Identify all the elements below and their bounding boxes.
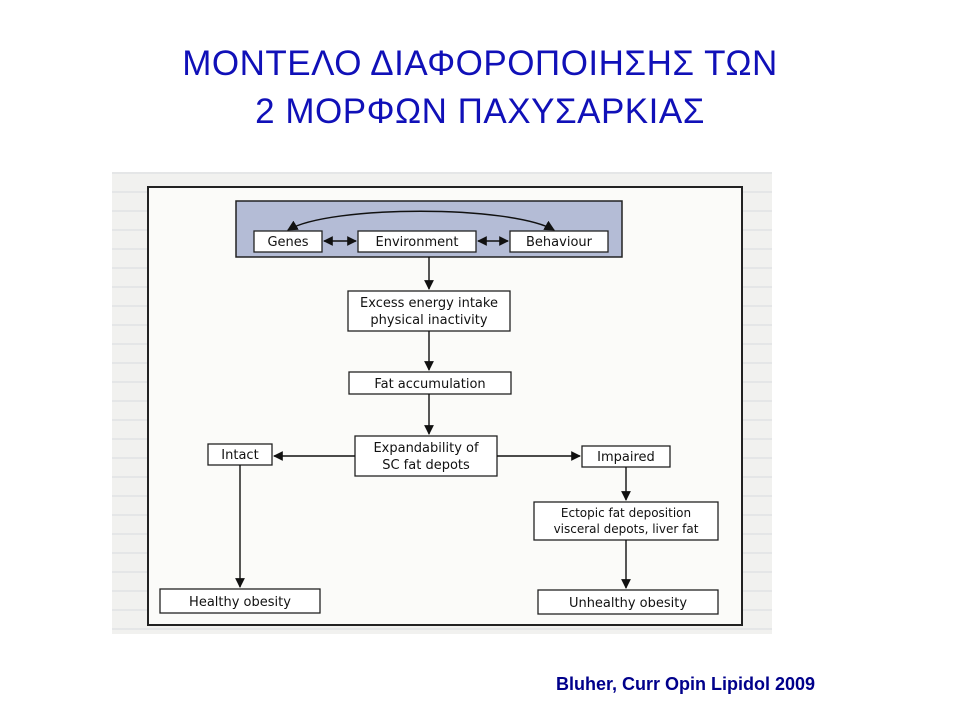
fat-accumulation-box (348, 371, 512, 395)
unhealthy-obesity-box (537, 589, 719, 615)
ectopic-fat-label-1: Ectopic fat deposition (561, 506, 691, 520)
slide-title-line-2: 2 ΜΟΡΦΩΝ ΠΑΧΥΣΑΡΚΙΑΣ (255, 92, 705, 131)
genes-behaviour-arc (287, 210, 555, 231)
excess-energy-label-1: Excess energy intake (360, 296, 498, 311)
expandability-label-2: SC fat depots (382, 458, 470, 473)
expandability-box (354, 435, 498, 477)
healthy-obesity-label: Healthy obesity (189, 595, 291, 610)
fat-accumulation-label: Fat accumulation (374, 377, 485, 392)
citation: Bluher, Curr Opin Lipidol 2009 (556, 674, 816, 694)
genes-label: Genes (267, 235, 308, 250)
behaviour-box (509, 230, 609, 253)
excess-energy-label-2: physical inactivity (370, 313, 488, 328)
behaviour-label: Behaviour (526, 235, 593, 250)
expandability-label-1: Expandability of (373, 441, 479, 456)
slide-title-line-1: ΜΟΝΤΕΛΟ ΔΙΑΦΟΡΟΠΟΙΗΣΗΣ ΤΩΝ (182, 44, 778, 83)
ectopic-fat-label-2: visceral depots, liver fat (554, 522, 699, 536)
intact-label: Intact (221, 448, 258, 463)
environment-box (357, 230, 477, 253)
impaired-label: Impaired (597, 450, 655, 465)
environment-label: Environment (375, 235, 458, 250)
unhealthy-obesity-label: Unhealthy obesity (569, 596, 687, 611)
healthy-obesity-box (159, 588, 321, 614)
ectopic-fat-box (533, 501, 719, 541)
diagram-frame (147, 186, 743, 626)
slide-title: ΜΟΝΤΕΛΟ ΔΙΑΦΟΡΟΠΟΙΗΣΗΣ ΤΩΝ 2 ΜΟΡΦΩΝ ΠΑΧΥ… (0, 40, 960, 136)
genes-box (253, 230, 323, 253)
